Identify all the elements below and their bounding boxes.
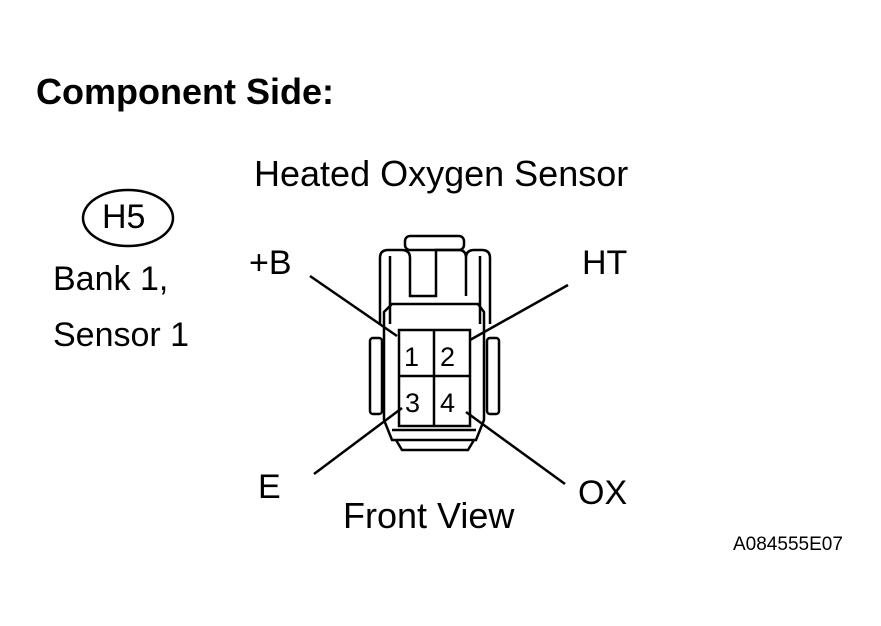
connector-id-label: H5 [102, 198, 146, 236]
location-sensor-label: Sensor 1 [53, 316, 190, 354]
component-name: Heated Oxygen Sensor [254, 153, 629, 194]
pin-3-number: 3 [405, 388, 420, 418]
leader-line-b [309, 274, 398, 338]
terminal-label-ht: HT [582, 244, 628, 282]
leader-line-ox [465, 410, 566, 486]
terminal-label-b: +B [249, 244, 292, 282]
location-bank-label: Bank 1, [53, 260, 169, 298]
leader-lines [309, 274, 569, 486]
view-label: Front View [343, 495, 515, 536]
figure-code: A084555E07 [733, 534, 843, 555]
leader-line-ht [469, 283, 569, 342]
terminal-label-ox: OX [578, 474, 628, 512]
pin-4-number: 4 [440, 388, 455, 418]
connector-housing [368, 234, 501, 452]
pin-2-number: 2 [440, 342, 455, 372]
pin-1-number: 1 [404, 342, 419, 372]
page-title: Component Side: [36, 71, 334, 112]
terminal-label-e: E [258, 468, 281, 506]
connector-id-circle [81, 188, 175, 248]
leader-line-e [313, 407, 403, 475]
